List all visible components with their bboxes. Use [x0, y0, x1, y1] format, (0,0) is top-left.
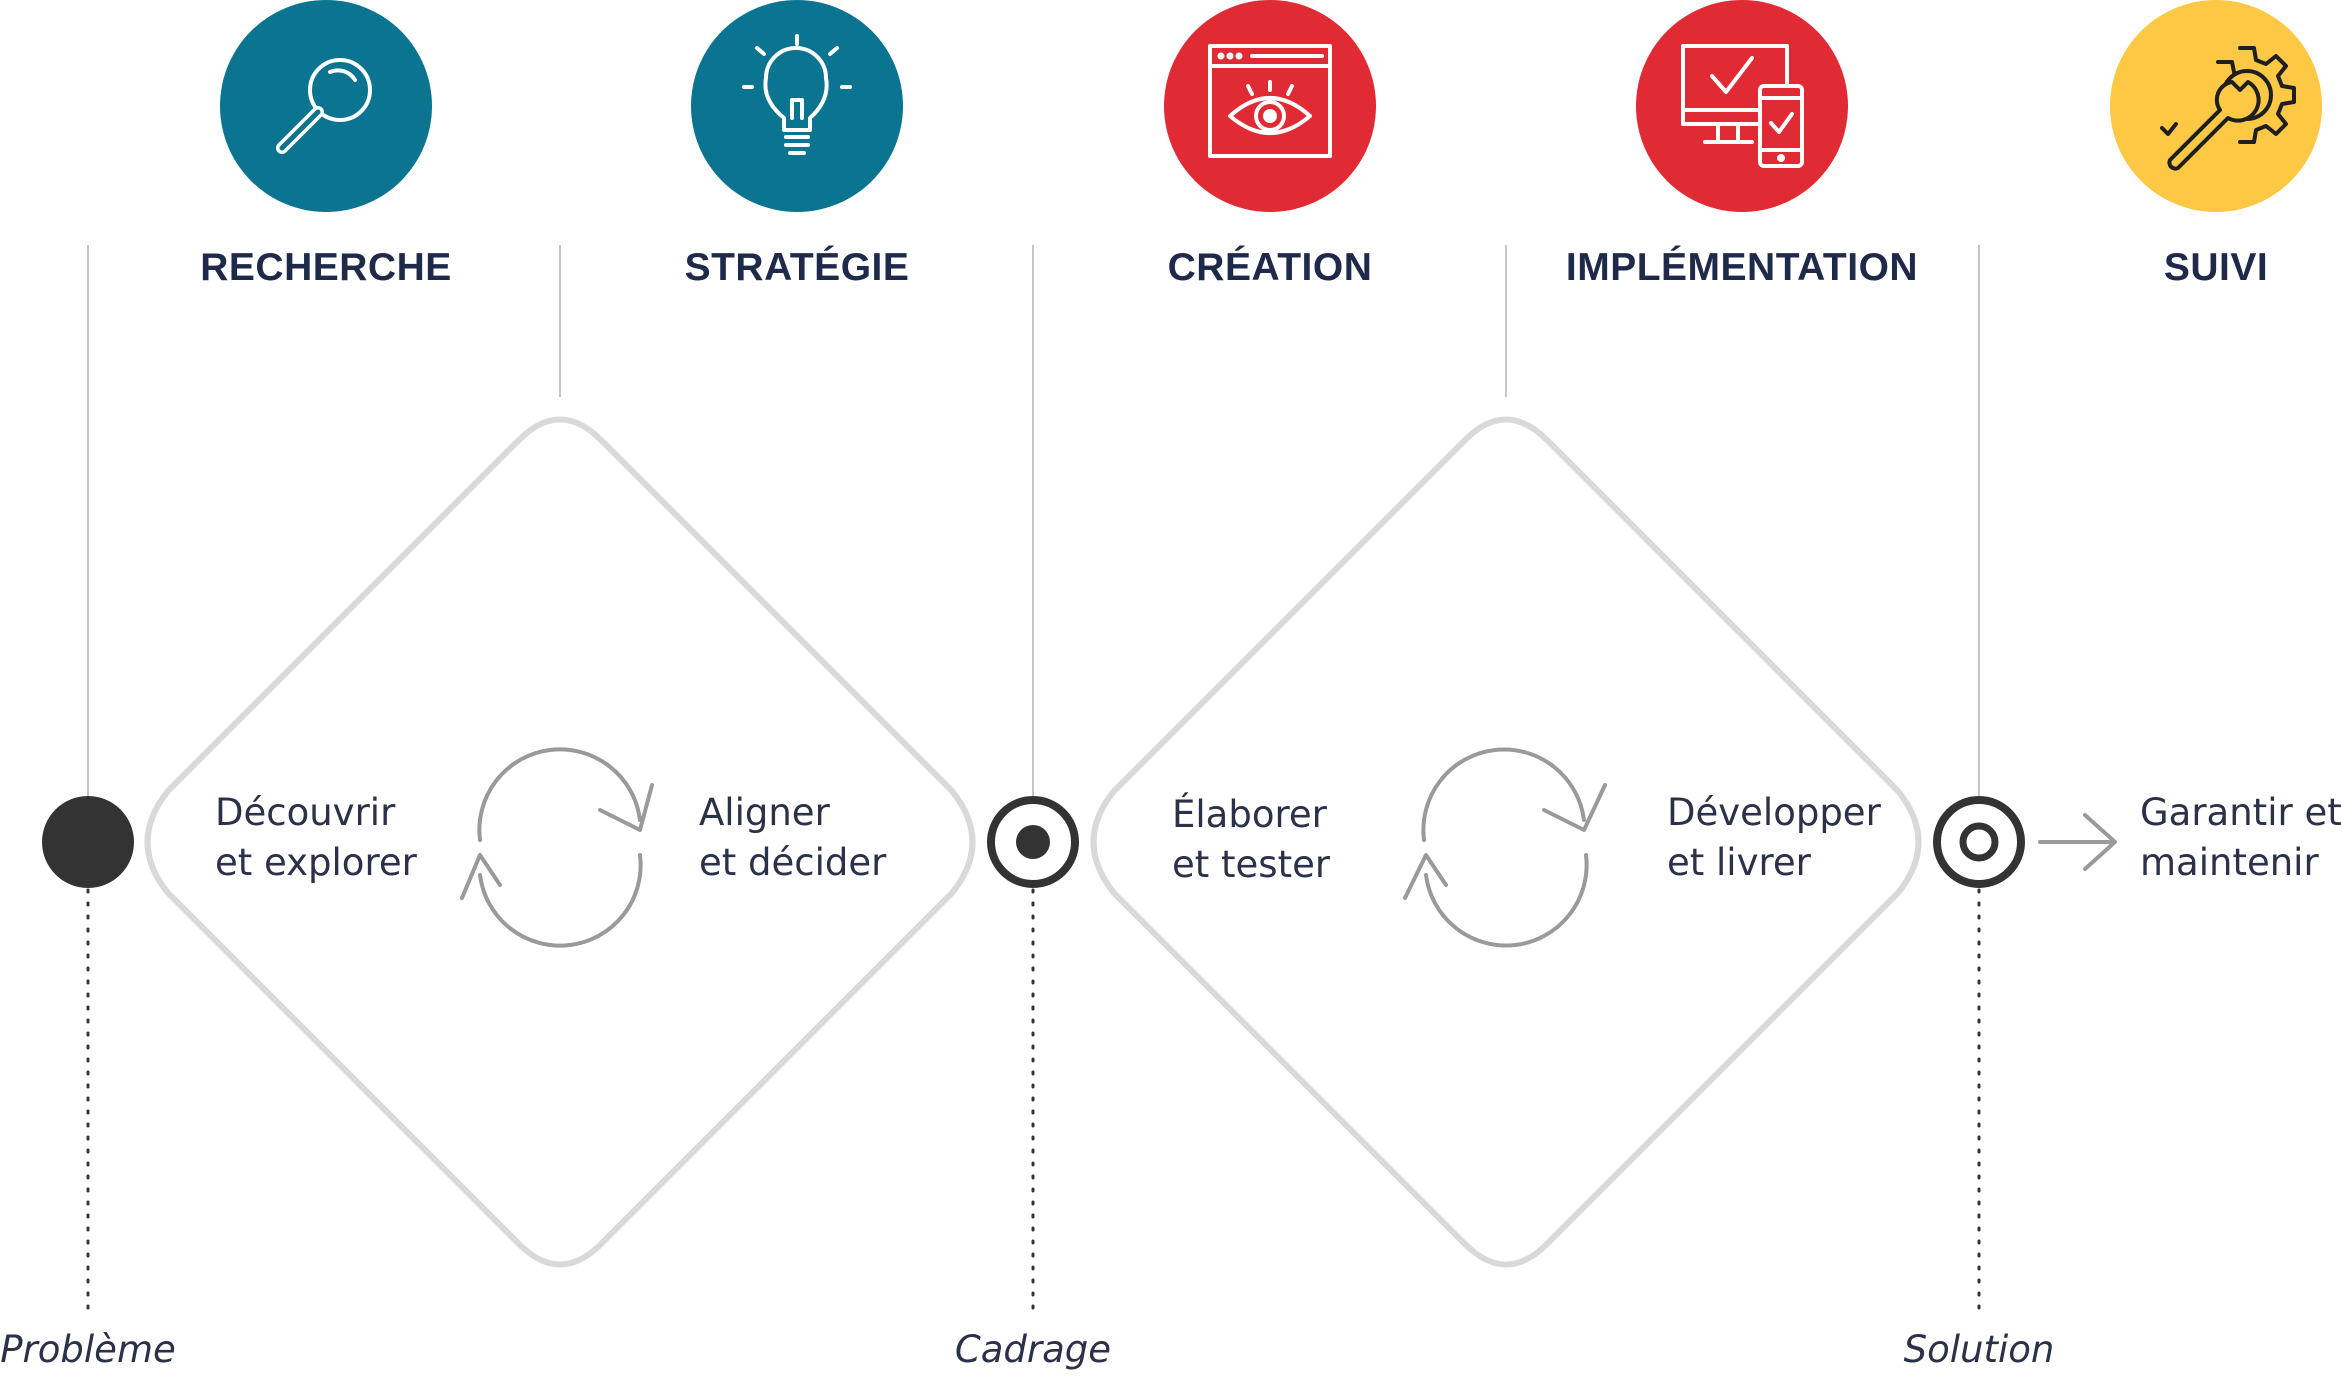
node-solution	[1933, 796, 2025, 888]
phase-circle-creation	[1164, 0, 1376, 212]
activity-maintain-line2: maintenir	[2140, 841, 2319, 884]
diamond-deliver	[1090, 416, 1922, 1268]
milestone-problem: Problème	[0, 1328, 176, 1371]
activity-elaborate: Élaborer et tester	[1172, 790, 1330, 890]
activity-develop-line2: et livrer	[1667, 841, 1811, 884]
devices-check-icon	[1681, 44, 1804, 168]
magnifier-icon	[276, 58, 372, 154]
phase-label-follow-up: SUIVI	[2163, 246, 2269, 289]
phase-label-implementation: IMPLÉMENTATION	[1565, 246, 1919, 289]
phase-label-research: RECHERCHE	[200, 246, 452, 289]
node-framing	[987, 796, 1079, 888]
gear-wrench-icon	[2160, 46, 2296, 171]
phase-circle-research	[220, 0, 432, 212]
activity-align-line1: Aligner	[699, 791, 830, 834]
cycle-icon-right	[1403, 747, 1607, 948]
milestone-dotted-lines	[86, 888, 1981, 1320]
activity-discover-line2: et explorer	[215, 841, 417, 884]
activity-develop-line1: Développer	[1667, 791, 1881, 834]
activity-discover: Découvrir et explorer	[215, 788, 417, 888]
milestone-solution: Solution	[1903, 1328, 2055, 1371]
diamond-discover	[144, 416, 976, 1268]
activity-elaborate-line2: et tester	[1172, 843, 1331, 886]
guide-lines	[87, 245, 1980, 800]
phase-circle-strategy	[691, 0, 903, 212]
phase-circle-implementation	[1636, 0, 1848, 212]
browser-eye-icon	[1208, 44, 1332, 158]
activity-elaborate-line1: Élaborer	[1172, 793, 1327, 836]
activity-develop: Développer et livrer	[1667, 788, 1881, 888]
activity-align: Aligner et décider	[699, 788, 886, 888]
activity-maintain: Garantir et maintenir	[2140, 788, 2341, 888]
node-problem	[42, 796, 134, 888]
phase-label-creation: CRÉATION	[1167, 246, 1373, 289]
cycle-icon-left	[460, 747, 654, 948]
milestone-framing: Cadrage	[954, 1328, 1112, 1371]
arrow-right-icon	[2038, 813, 2117, 871]
activity-align-line2: et décider	[699, 841, 887, 884]
activity-discover-line1: Découvrir	[215, 791, 396, 834]
activity-maintain-line1: Garantir et	[2140, 791, 2341, 834]
phase-label-strategy: STRATÉGIE	[684, 246, 910, 289]
lightbulb-icon	[742, 34, 852, 155]
